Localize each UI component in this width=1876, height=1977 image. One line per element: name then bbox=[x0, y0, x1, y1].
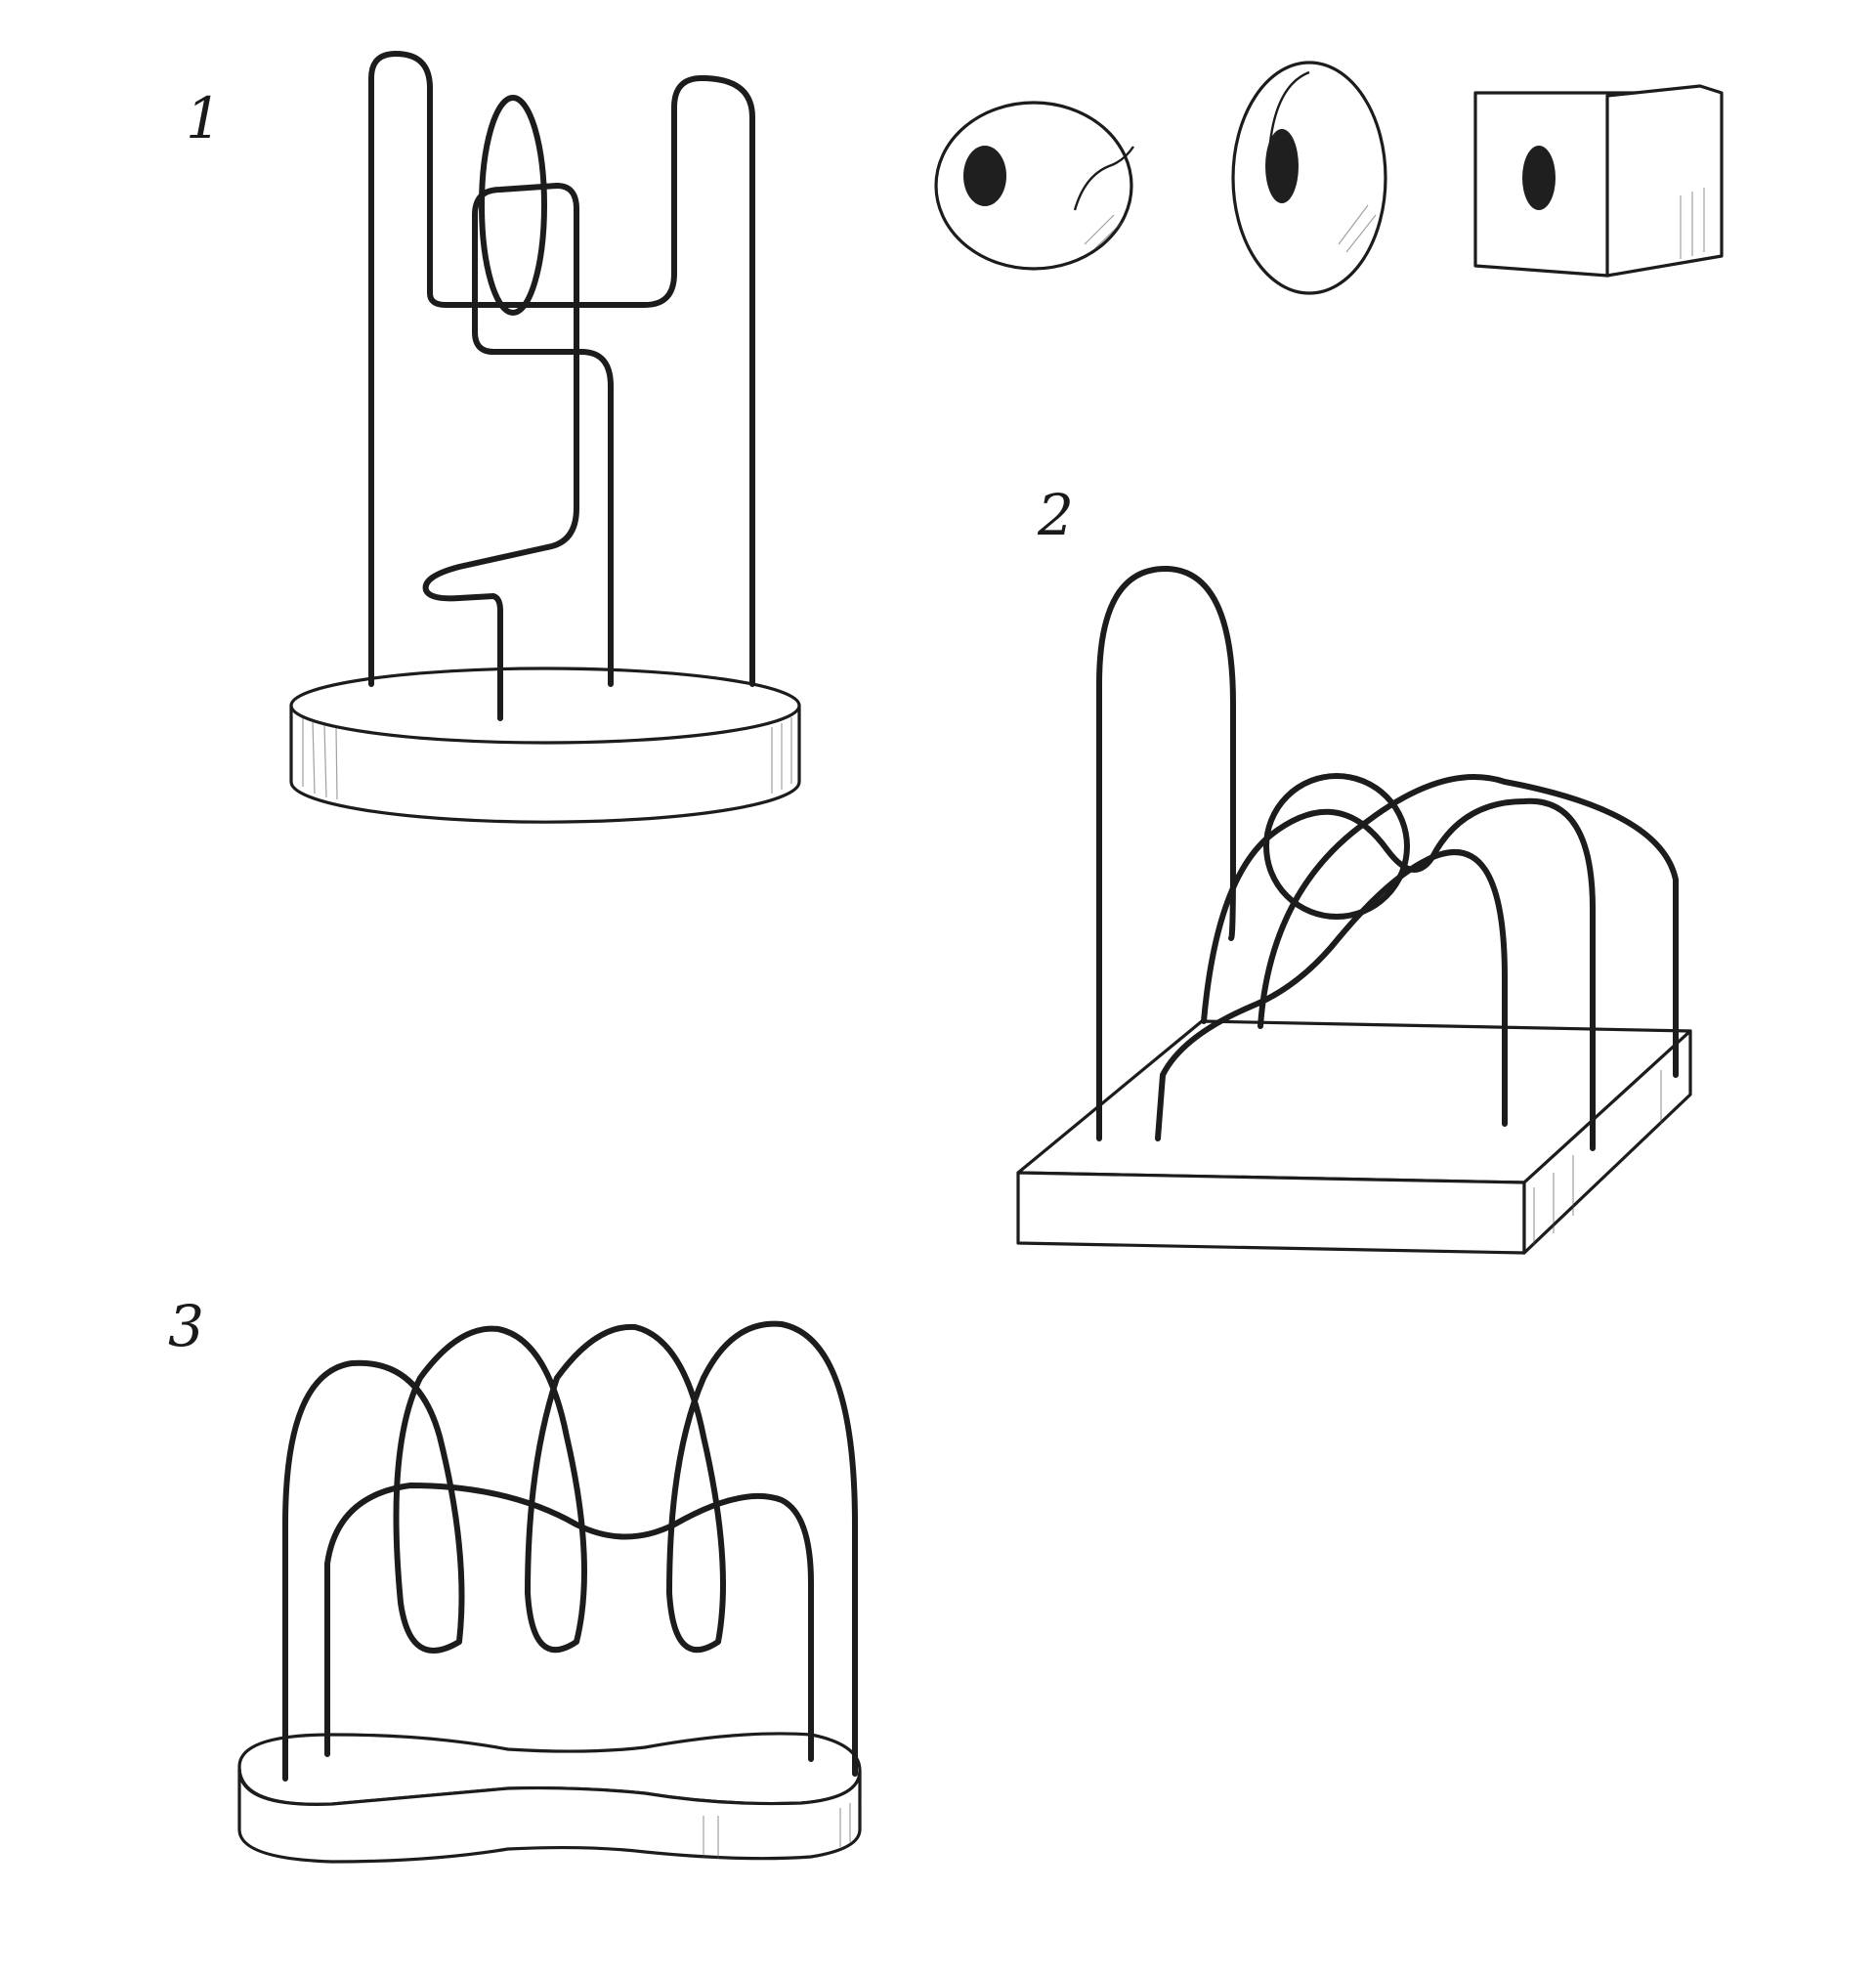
sketch-2-square-base bbox=[1016, 1019, 1692, 1255]
cube-bead bbox=[1473, 84, 1724, 278]
sketch-2-wire bbox=[1096, 565, 1679, 1151]
label-2: 2 bbox=[1038, 482, 1074, 548]
label-1: 1 bbox=[186, 85, 222, 151]
label-3: 3 bbox=[168, 1293, 204, 1359]
sphere-bead bbox=[934, 101, 1134, 271]
disc-bead bbox=[1231, 61, 1387, 295]
sketch-1-round-base bbox=[289, 666, 801, 824]
sketch-1-wire bbox=[368, 51, 755, 721]
sketch-3-peanut-base bbox=[237, 1732, 862, 1864]
sketch-3-wire bbox=[282, 1320, 858, 1782]
